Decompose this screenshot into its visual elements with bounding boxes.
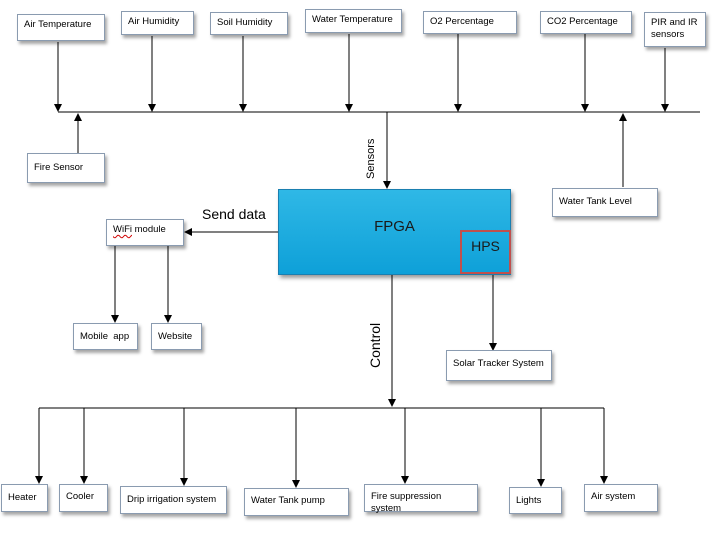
co2-percentage-label: CO2 Percentage <box>547 16 618 27</box>
pir-ir-label-line1: PIR and IR <box>651 17 698 28</box>
fpga-label: FPGA <box>374 218 415 235</box>
water-tank-pump-box: Water Tank pump <box>244 488 349 516</box>
lights-box: Lights <box>509 487 562 514</box>
website-box: Website <box>151 323 202 350</box>
drip-irrigation-box: Drip irrigation system <box>120 486 227 514</box>
pir-ir-sensors-box: PIR and IR sensors <box>644 12 706 47</box>
module-word: module <box>132 224 166 235</box>
solar-tracker-box: Solar Tracker System <box>446 350 552 381</box>
pir-ir-label-line2: sensors <box>651 29 685 41</box>
water-tank-level-box: Water Tank Level <box>552 188 658 217</box>
lights-label: Lights <box>516 495 542 506</box>
cooler-label: Cooler <box>66 491 94 502</box>
air-temperature-label: Air Temperature <box>24 19 92 30</box>
soil-humidity-label: Soil Humidity <box>217 17 273 28</box>
heater-label: Heater <box>8 492 37 503</box>
solar-tracker-label: Solar Tracker System <box>453 358 544 369</box>
mobile-app-box: Mobile app <box>73 323 138 350</box>
fire-sensor-label: Fire Sensor <box>34 162 84 173</box>
fire-suppression-box: Fire suppression system <box>364 484 478 514</box>
control-label: Control <box>367 322 383 368</box>
heater-box: Heater <box>1 484 48 512</box>
water-tank-pump-label: Water Tank pump <box>251 495 325 506</box>
sensors-label: Sensors <box>365 138 377 179</box>
fpga-block: FPGA HPS <box>278 189 511 275</box>
air-humidity-box: Air Humidity <box>121 11 194 35</box>
send-data-label: Send data <box>202 206 266 222</box>
fire-sensor-box: Fire Sensor <box>27 153 105 183</box>
air-temperature-box: Air Temperature <box>17 14 105 41</box>
air-system-label: Air system <box>591 491 636 502</box>
o2-percentage-box: O2 Percentage <box>423 11 517 34</box>
wifi-word: WiFi <box>113 224 132 235</box>
fire-suppression-label: Fire suppression system <box>371 491 442 515</box>
water-temperature-box: Water Temperature <box>305 9 402 33</box>
soil-humidity-box: Soil Humidity <box>210 12 288 35</box>
mobile-app-label: Mobile app <box>80 331 130 342</box>
drip-irrigation-label: Drip irrigation system <box>127 494 217 505</box>
o2-percentage-label: O2 Percentage <box>430 16 494 27</box>
wifi-module-box: WiFi module <box>106 219 184 246</box>
website-label: Website <box>158 331 193 342</box>
water-tank-level-label: Water Tank Level <box>559 196 632 207</box>
air-humidity-label: Air Humidity <box>128 16 180 27</box>
co2-percentage-box: CO2 Percentage <box>540 11 632 34</box>
cooler-box: Cooler <box>59 484 108 512</box>
water-temperature-label: Water Temperature <box>312 14 393 25</box>
air-system-box: Air system <box>584 484 658 512</box>
hps-block: HPS <box>460 230 511 274</box>
